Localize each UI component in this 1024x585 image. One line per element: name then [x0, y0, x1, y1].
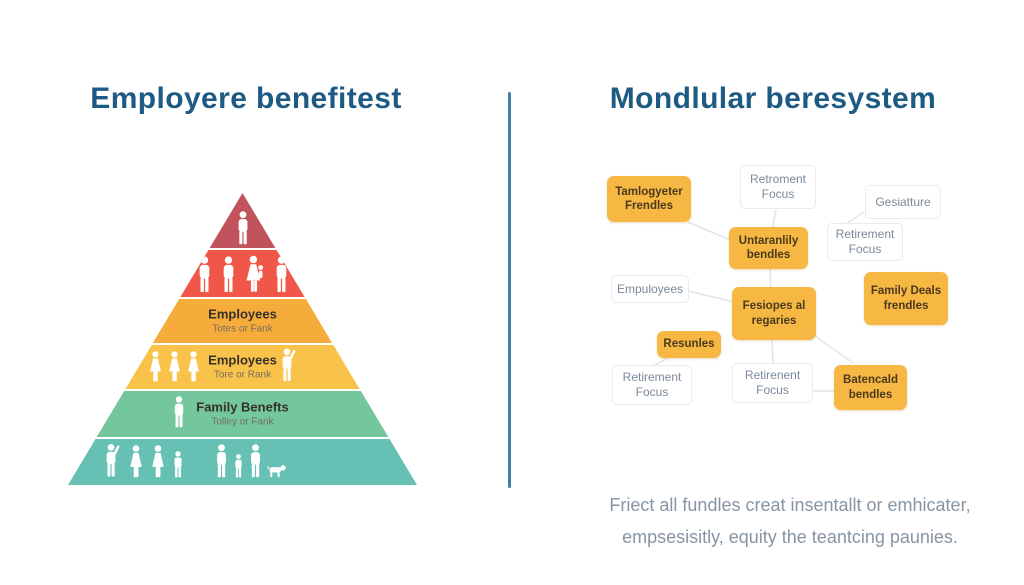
footer-caption-line2: empsesisitly, equity the teantcing pauni… — [622, 526, 958, 547]
woman-icon — [148, 351, 163, 382]
waving-person-icon — [279, 348, 298, 382]
tier-6-icon-group-left — [103, 443, 184, 478]
tier-3-text: Employees Totes or Fank — [68, 306, 417, 335]
tier-5-title: Family Benefts — [196, 399, 289, 415]
footer-caption-line1: Friect all fundles creat insentallt or e… — [609, 495, 971, 515]
woman-icon — [128, 445, 144, 478]
node-fesiopes-al-regaries: Fesiopes al regaries — [732, 287, 816, 340]
vertical-divider — [508, 92, 511, 488]
person-icon — [172, 396, 186, 428]
footer-caption: Friect all fundles creat insentallt or e… — [578, 490, 1002, 553]
node-retirement-focus-upper: Retirement Focus — [827, 223, 903, 261]
tier-4-text: Employees Tore or Rank — [68, 352, 417, 381]
dog-icon — [267, 464, 289, 478]
person-icon — [214, 444, 229, 478]
woman-icon — [167, 351, 182, 382]
node-retirenent-focus-lower-mid: Retirenent Focus — [732, 363, 813, 403]
person-icon — [273, 256, 289, 293]
node-retroment-focus: Retroment Focus — [740, 165, 816, 209]
pyramid-tier-6 — [68, 437, 417, 485]
pyramid-tier-5: Family Benefts Tolley or Fank — [68, 389, 417, 437]
parent-with-child-icon — [244, 255, 265, 293]
tier-4-subtitle: Tore or Rank — [213, 369, 272, 381]
tier-3-subtitle: Totes or Fank — [212, 323, 273, 335]
tier-4-title: Employees — [208, 352, 277, 368]
tier-6-icon-group-right — [214, 444, 289, 478]
person-icon — [235, 211, 250, 245]
tier-5-subtitle: Tolley or Fank — [211, 416, 274, 428]
child-icon — [172, 451, 184, 478]
woman-icon — [150, 445, 166, 478]
tier-4-icon-group-left — [148, 351, 201, 382]
right-panel-title: Mondlular beresystem — [609, 82, 937, 115]
waving-person-icon — [103, 443, 122, 478]
tier-3-title: Employees — [208, 306, 277, 322]
child-icon — [233, 454, 244, 478]
person-icon — [248, 444, 263, 478]
node-tamlogyeter-frendles: Tamlogyeter Frendles — [607, 176, 691, 222]
node-empuloyees: Empuloyees — [611, 275, 689, 303]
node-family-deals-frendles: Family Deals frendles — [864, 272, 948, 325]
node-retirement-focus-lower-left: Retirement Focus — [612, 365, 692, 405]
person-icon — [220, 256, 236, 293]
woman-icon — [186, 351, 201, 382]
left-panel-title: Employere benefitest — [90, 82, 402, 115]
person-icon — [196, 256, 212, 293]
tier-5-text: Family Benefts Tolley or Fank — [68, 399, 417, 428]
node-untaranlily-bendles: Untaranlily bendles — [729, 227, 808, 269]
node-gesiatture: Gesiatture — [865, 185, 941, 219]
node-resunles: Resunles — [657, 331, 721, 358]
tier-2-icon-group — [196, 255, 289, 293]
node-batencald-bendles: Batencald bendles — [834, 365, 907, 410]
